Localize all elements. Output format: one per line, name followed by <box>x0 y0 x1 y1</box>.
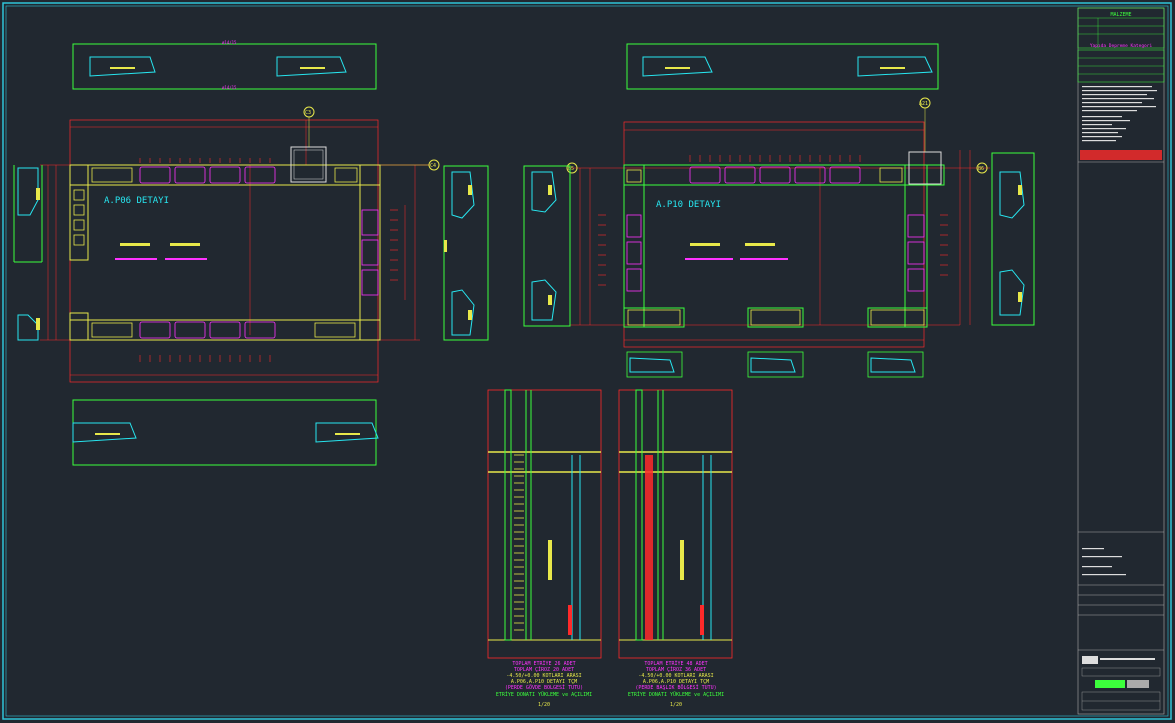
title-block-header: MALZEME <box>1110 12 1131 18</box>
bubble-b6: B6 <box>978 166 984 172</box>
elevation-left <box>487 389 602 659</box>
elev-left-line3: -4.50/+0.00 KOTLARI ARASI <box>506 673 581 679</box>
elev-right-line1: TOPLAM ETRİYE 48 ADET <box>644 660 707 667</box>
left-top-beam-section: ø14/15 ø14/15 <box>72 40 377 90</box>
elev-right-line5: (PERDE BAŞLIK BÖLGESİ TUTU) <box>635 684 716 691</box>
elev-left-line1: TOPLAM ETRİYE 26 ADET <box>512 660 575 667</box>
elev-right-line6: ETRİYE DONATI YÜKLEME ve AÇILIMI <box>628 691 724 698</box>
elev-left-line4: A.P06,A.P10 DETAYI TÇM <box>511 679 577 685</box>
sheet-inner-border <box>5 5 1169 717</box>
right-plan-detail <box>566 97 990 348</box>
elev-right-line3: -4.50/+0.00 KOTLARI ARASI <box>638 673 713 679</box>
elevation-left-labels: TOPLAM ETRİYE 26 ADET TOPLAM ÇİROZ 20 AD… <box>496 660 592 708</box>
elev-right-scale: 1/20 <box>670 702 682 708</box>
right-bottom-sections <box>626 351 924 378</box>
elevation-right-labels: TOPLAM ETRİYE 48 ADET TOPLAM ÇİROZ 36 AD… <box>628 660 724 708</box>
svg-text:ø14/15: ø14/15 <box>222 85 237 90</box>
bubble-a21: A21 <box>919 101 928 107</box>
bubble-c3: C3 <box>305 110 311 116</box>
elev-right-line2: TOPLAM ÇİROZ 36 ADET <box>646 666 706 673</box>
elev-left-line5: (PERDE GÖVDE BOLGESİ TUTU) <box>505 684 583 691</box>
left-right-side-section <box>443 165 489 341</box>
elev-left-scale: 1/20 <box>538 702 550 708</box>
right-top-beam-section <box>626 43 939 90</box>
right-side-sections <box>523 152 1035 327</box>
left-side-sections <box>13 165 43 341</box>
title-block-section2: Yapıda Depreme Kategori <box>1090 43 1153 49</box>
left-plan-detail <box>40 106 440 383</box>
elev-left-line6: ETRİYE DONATI YÜKLEME ve AÇILIMI <box>496 691 592 698</box>
elev-left-line2: TOPLAM ÇİROZ 20 ADET <box>514 666 574 673</box>
title-block <box>1077 7 1165 715</box>
left-detail-title: A.P06 DETAYI <box>104 196 169 206</box>
elev-right-line4: A.P06,A.P10 DETAYI TÇM <box>643 679 709 685</box>
left-bottom-beam-section <box>72 399 379 466</box>
right-detail-title: A.P10 DETAYI <box>656 200 721 210</box>
bubble-b5: B5 <box>568 166 574 172</box>
svg-text:ø14/15: ø14/15 <box>222 40 237 45</box>
bubble-c4: C4 <box>430 163 436 169</box>
elevation-right <box>618 389 733 659</box>
